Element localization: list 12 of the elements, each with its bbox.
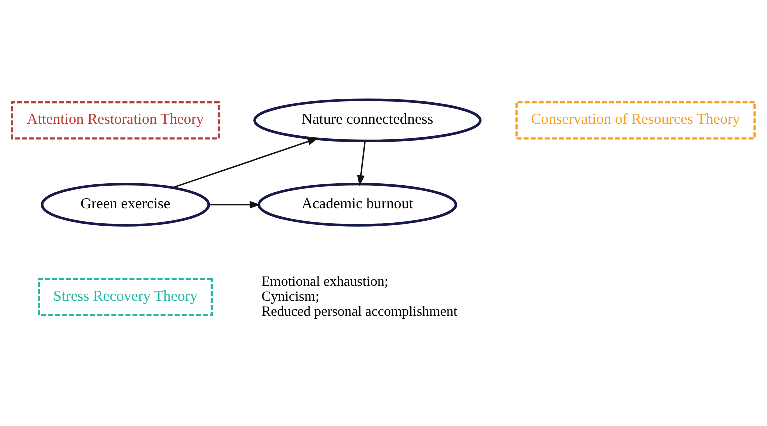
arrow (172, 138, 319, 189)
node-box: Stress Recovery Theory (38, 278, 214, 317)
node-label: Emotional exhaustion; (262, 274, 389, 290)
arrow (209, 201, 261, 209)
node-label: Cynicism; (262, 289, 320, 306)
node-ellipse: Nature connectedness (254, 98, 482, 142)
arrow (357, 141, 366, 186)
node-box: Attention Restoration Theory (11, 101, 220, 140)
node-label: Reduced personal accomplishment (262, 304, 458, 320)
node-ellipse: Academic burnout (258, 183, 458, 227)
node-box: Conservation of Resources Theory (516, 101, 756, 140)
node-ellipse: Green exercise (41, 183, 210, 227)
